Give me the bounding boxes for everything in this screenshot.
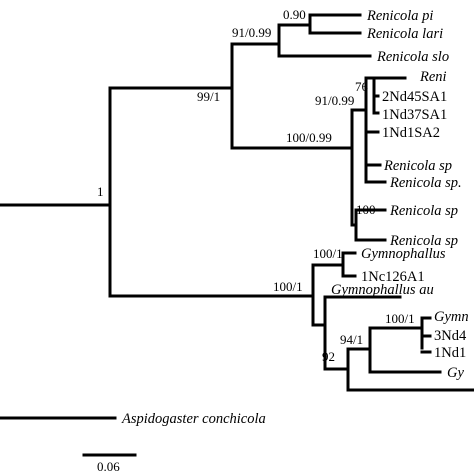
scale-bar-label: 0.06 [97, 459, 120, 474]
taxon-label: Gymnophallus au [331, 282, 434, 298]
taxon-label: Renicola sp [389, 203, 458, 219]
taxon-label: 2Nd45SA1 [382, 89, 447, 105]
taxon-label: 3Nd4 [434, 328, 467, 344]
support-gymnophallus-upper: 100/1 [313, 246, 343, 261]
taxon-label: Renicola slo [376, 49, 449, 65]
taxon-label: Renicola lari [366, 26, 443, 42]
taxon-label: Aspidogaster conchicola [121, 411, 266, 427]
support-renicola-pair: 0.90 [283, 7, 306, 22]
taxon-label: 1Nd37SA1 [382, 107, 447, 123]
support-renicola-lower: 100/0.99 [286, 130, 332, 145]
taxon-label: 1Nd1 [434, 345, 466, 361]
support-gymnophallus-clade: 100/1 [273, 279, 303, 294]
taxon-label: 1Nc126A1 [361, 269, 425, 285]
support-renicola-clade: 99/1 [197, 89, 220, 104]
support-gymnophallus-inner: 94/1 [340, 332, 363, 347]
taxon-label: Gymnophallus [361, 246, 446, 262]
support-renicola-bottom-pair: 100 [356, 202, 376, 217]
taxon-label: Renicola sp [383, 158, 452, 174]
taxon-label: Gy [447, 365, 464, 381]
support-values: 1 99/1 91/0.99 0.90 100/0.99 91/0.99 76 … [97, 7, 415, 364]
taxon-label: Renicola sp [389, 233, 458, 249]
support-renicola-nd-clade: 91/0.99 [315, 93, 354, 108]
support-gymnophallus-lower: 92 [322, 349, 335, 364]
taxon-label: Reni [419, 69, 447, 85]
taxon-label: 1Nd1SA2 [382, 125, 440, 141]
taxon-label: Renicola pi [366, 8, 433, 24]
support-gymnophallus-innermost: 100/1 [385, 311, 415, 326]
tree-branches [0, 13, 474, 457]
taxon-labels: Renicola pi Renicola lari Renicola slo R… [121, 8, 469, 427]
support-root: 1 [97, 184, 104, 199]
taxon-label: Renicola sp. [389, 175, 462, 191]
support-renicola-upper: 91/0.99 [232, 25, 271, 40]
support-renicola-nd-inner: 76 [355, 79, 369, 94]
taxon-label: Gymn [434, 309, 469, 325]
